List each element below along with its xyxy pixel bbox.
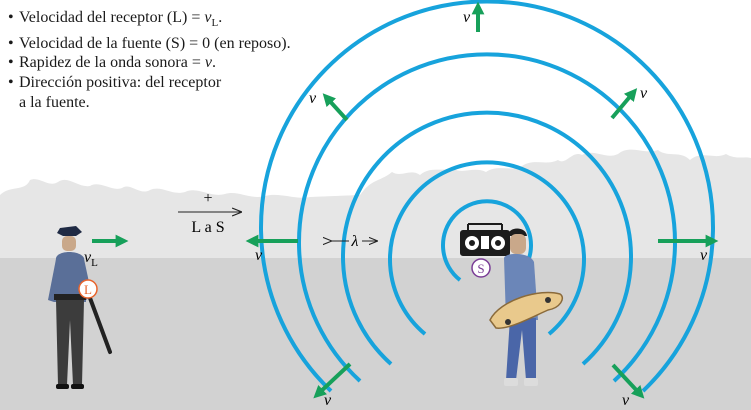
wave-speed-label-top: v: [463, 9, 471, 26]
wave-speed-label-left: v: [255, 247, 263, 264]
note-wave-speed: Rapidez de la onda sonora = v.: [8, 53, 291, 73]
note-source-velocity: Velocidad de la fuente (S) = 0 (en repos…: [8, 34, 291, 54]
background-scenery: [0, 150, 751, 410]
wave-speed-label-bottom-right: v: [622, 392, 630, 409]
wave-speed-label-bottom-left: v: [324, 392, 332, 409]
note-listener-velocity: Velocidad del receptor (L) = vL.: [8, 8, 291, 34]
wave-speed-label-top-left: v: [309, 90, 317, 107]
wavelength-symbol: λ: [351, 233, 359, 250]
notes-list: Velocidad del receptor (L) = vL. Velocid…: [8, 8, 291, 112]
positive-sign: +: [203, 190, 212, 207]
source-marker-label: S: [477, 261, 484, 276]
listener-marker: L: [79, 280, 97, 298]
listener-marker-label: L: [84, 282, 92, 297]
wave-speed-label-top-right: v: [640, 85, 648, 102]
direction-label: L a S: [191, 219, 224, 236]
wave-speed-label-right: v: [700, 247, 708, 264]
source-marker: S: [472, 259, 490, 277]
